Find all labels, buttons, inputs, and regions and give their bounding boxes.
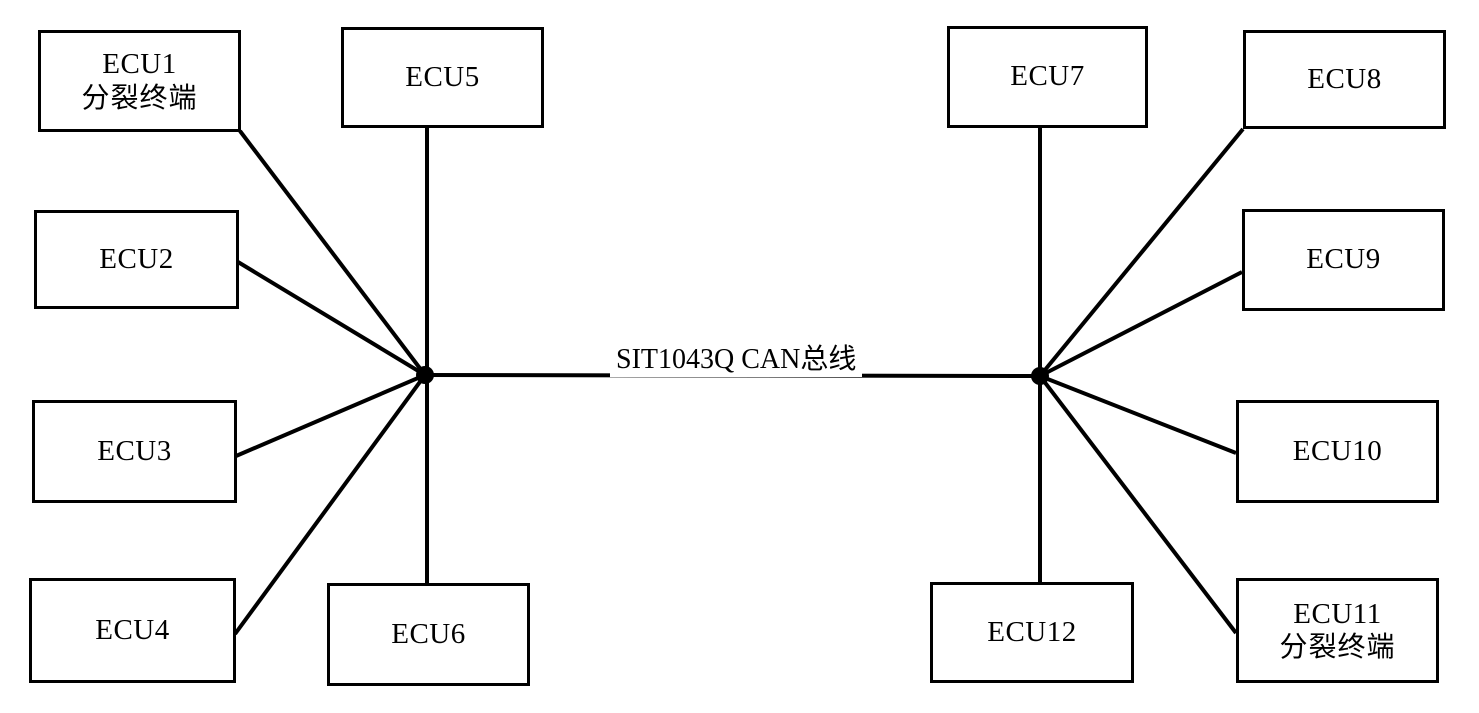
ecu-box-ecu8[interactable]: ECU8 [1243, 30, 1446, 129]
ecu-label-ecu7: ECU7 [1010, 60, 1085, 93]
ecu-label-ecu9: ECU9 [1306, 243, 1381, 276]
ecu-label-ecu11: ECU11 [1293, 597, 1382, 630]
ecu-sublabel-ecu1: 分裂终端 [81, 80, 198, 114]
left-junction-dot [416, 366, 434, 384]
ecu-box-ecu4[interactable]: ECU4 [29, 578, 236, 683]
wire-ecu8-to-right-junction [1038, 127, 1245, 378]
wire-ecu10-to-right-junction [1039, 374, 1237, 455]
ecu-box-ecu6[interactable]: ECU6 [327, 583, 530, 686]
wire-ecu11-to-right-junction [1038, 374, 1238, 635]
ecu-label-ecu8: ECU8 [1307, 62, 1382, 95]
wire-ecu1-to-left-junction [238, 129, 427, 377]
wire-ecu4-to-left-junction [233, 373, 427, 636]
ecu-label-ecu6: ECU6 [391, 617, 466, 650]
ecu-box-ecu12[interactable]: ECU12 [930, 582, 1134, 683]
wire-ecu9-to-right-junction [1039, 270, 1243, 378]
ecu-label-ecu12: ECU12 [987, 615, 1077, 648]
ecu-box-ecu7[interactable]: ECU7 [947, 26, 1148, 128]
ecu-label-ecu2: ECU2 [99, 242, 174, 275]
ecu-box-ecu10[interactable]: ECU10 [1236, 400, 1439, 503]
ecu-box-ecu2[interactable]: ECU2 [34, 210, 239, 309]
wire-ecu2-to-left-junction [236, 260, 427, 377]
ecu-sublabel-ecu11: 分裂终端 [1279, 630, 1396, 664]
ecu-label-ecu4: ECU4 [95, 613, 170, 646]
wire-ecu3-to-left-junction [235, 373, 426, 458]
ecu-label-ecu3: ECU3 [97, 434, 172, 467]
ecu-box-ecu9[interactable]: ECU9 [1242, 209, 1445, 311]
ecu-box-ecu5[interactable]: ECU5 [341, 27, 544, 128]
ecu-label-ecu1: ECU1 [102, 48, 177, 81]
bus-label: SIT1043Q CAN总线 [610, 337, 863, 377]
ecu-box-ecu3[interactable]: ECU3 [32, 400, 237, 503]
connection-lines [233, 127, 1245, 636]
junction-nodes [416, 366, 1049, 385]
ecu-label-ecu5: ECU5 [405, 60, 480, 93]
right-junction-dot [1031, 367, 1049, 385]
ecu-label-ecu10: ECU10 [1292, 434, 1383, 467]
